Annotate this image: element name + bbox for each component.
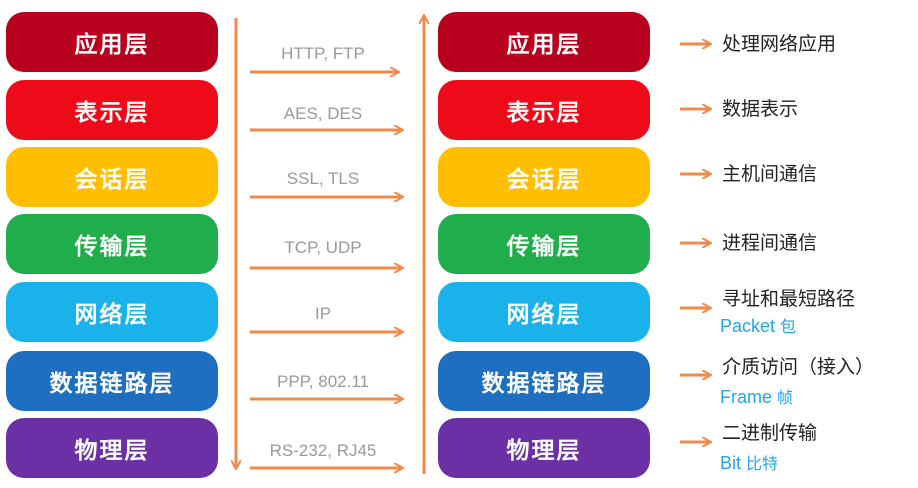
layer-label: 数据链路层: [49, 370, 175, 397]
layer-label: 物理层: [506, 437, 582, 464]
right-layer-transport: 传输层: [438, 214, 650, 274]
right-layer-datalink: 数据链路层: [438, 351, 650, 411]
right-layer-network: 网络层: [438, 282, 650, 342]
unit-english: Packet: [720, 316, 776, 336]
left-layer-network: 网络层: [6, 282, 218, 342]
left-layer-session: 会话层: [6, 147, 218, 207]
layer-description: 介质访问（接入）: [722, 356, 875, 378]
right-layer-session: 会话层: [438, 147, 650, 207]
layer-label: 应用层: [74, 31, 150, 58]
right-layer-physical: 物理层: [438, 418, 650, 478]
right-layer-presentation: 表示层: [438, 80, 650, 140]
layer-description: 进程间通信: [722, 232, 818, 254]
layer-description: 处理网络应用: [722, 33, 837, 55]
layer-label: 传输层: [74, 233, 150, 260]
left-layer-application: 应用层: [6, 12, 218, 72]
layer-label: 会话层: [74, 166, 150, 193]
left-layer-physical: 物理层: [6, 418, 218, 478]
right-layer-application: 应用层: [438, 12, 650, 72]
layer-description: 二进制传输: [722, 422, 818, 444]
layer-label: 应用层: [506, 31, 582, 58]
layer-label: 数据链路层: [481, 370, 607, 397]
layer-unit: Bit 比特: [720, 452, 778, 475]
protocol-label: RS-232, RJ45: [269, 441, 377, 460]
left-layer-transport: 传输层: [6, 214, 218, 274]
layer-label: 传输层: [506, 233, 582, 260]
protocol-label: SSL, TLS: [286, 169, 360, 188]
protocol-label: IP: [314, 304, 332, 323]
layer-unit: Packet 包: [720, 315, 796, 338]
layer-description: 数据表示: [722, 98, 799, 120]
unit-chinese: 比特: [746, 454, 779, 473]
layer-label: 网络层: [74, 301, 150, 328]
unit-chinese: 帧: [777, 388, 794, 407]
layer-label: 表示层: [74, 99, 150, 126]
left-layer-datalink: 数据链路层: [6, 351, 218, 411]
layer-label: 物理层: [74, 437, 150, 464]
protocol-label: HTTP, FTP: [281, 44, 365, 63]
layer-label: 网络层: [506, 301, 582, 328]
layer-unit: Frame 帧: [720, 386, 793, 409]
left-layer-presentation: 表示层: [6, 80, 218, 140]
protocol-label: AES, DES: [283, 104, 363, 123]
layer-label: 会话层: [506, 166, 582, 193]
unit-english: Frame: [720, 387, 773, 407]
unit-chinese: 包: [780, 317, 797, 336]
protocol-label: PPP, 802.11: [276, 372, 369, 391]
layer-label: 表示层: [506, 99, 582, 126]
layer-description: 寻址和最短路径: [722, 288, 856, 310]
layer-description: 主机间通信: [722, 163, 818, 185]
protocol-label: TCP, UDP: [284, 238, 362, 257]
unit-english: Bit: [720, 453, 742, 473]
